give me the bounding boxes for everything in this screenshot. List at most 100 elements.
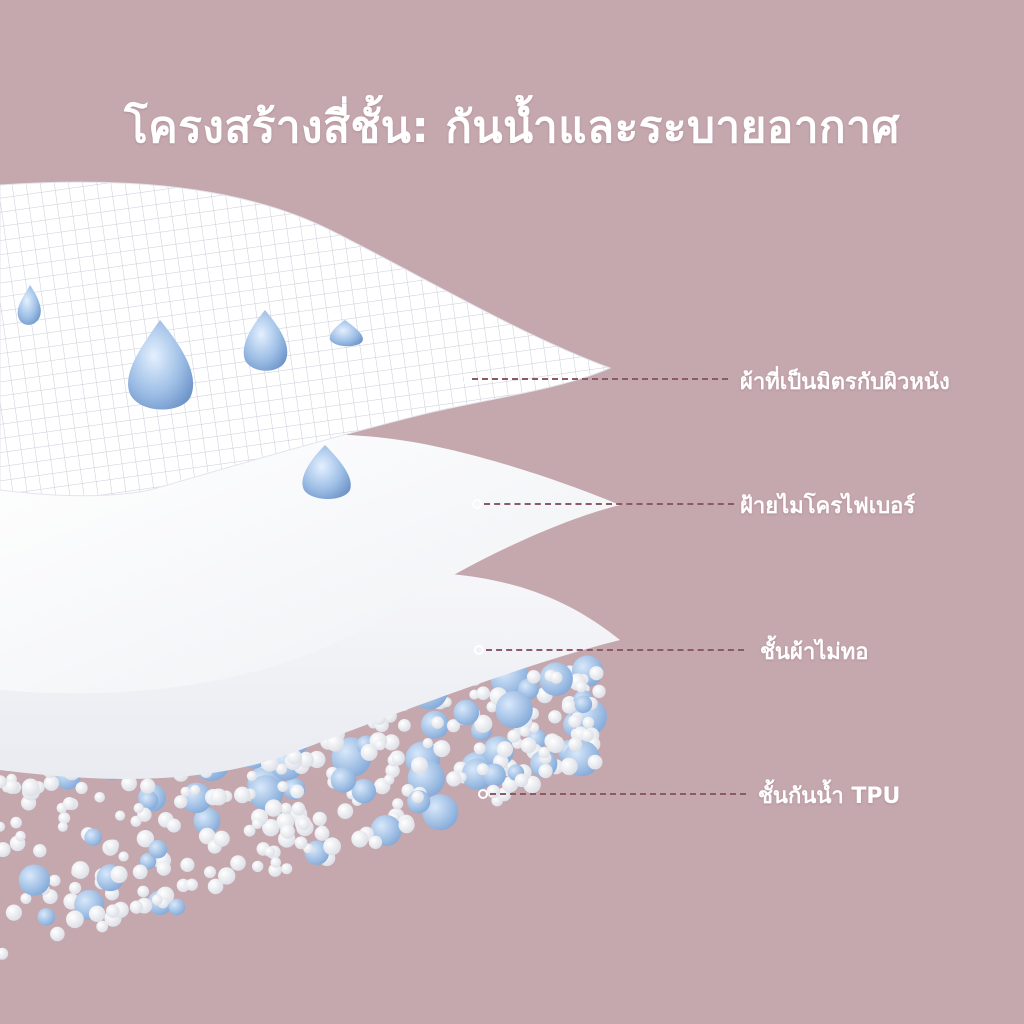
white-bead [166, 818, 181, 833]
white-bead [398, 719, 411, 732]
blue-bead [168, 898, 185, 916]
white-bead [94, 792, 105, 803]
white-bead [156, 861, 171, 876]
white-bead [21, 778, 40, 797]
white-bead [575, 681, 587, 693]
blue-bead [148, 839, 168, 859]
white-bead [137, 885, 150, 898]
white-bead [140, 778, 156, 794]
white-bead [121, 775, 137, 792]
white-bead [294, 836, 308, 850]
blue-bead [351, 779, 376, 804]
white-bead [180, 857, 195, 873]
white-bead [546, 735, 565, 754]
white-bead [33, 844, 47, 858]
droplet-icon [128, 320, 194, 410]
white-bead [507, 729, 521, 743]
white-bead [592, 684, 606, 699]
white-bead [587, 754, 603, 770]
white-bead [514, 773, 529, 788]
white-bead [323, 837, 341, 856]
white-bead [433, 740, 451, 758]
white-bead [50, 926, 65, 942]
leader-line [460, 372, 728, 388]
white-bead [360, 743, 378, 761]
white-bead [538, 764, 553, 779]
blue-bead [422, 794, 459, 831]
white-bead [337, 803, 354, 820]
white-bead [385, 763, 400, 778]
mesh-layer [0, 181, 612, 497]
white-bead [476, 686, 491, 700]
blue-bead [330, 767, 357, 793]
white-bead [20, 893, 32, 904]
white-bead [4, 779, 19, 794]
white-bead [213, 830, 230, 847]
white-bead [398, 817, 415, 834]
white-bead [88, 905, 106, 922]
white-bead [118, 851, 129, 862]
white-bead [5, 904, 22, 921]
layer-label-tpu: ชั้นกันน้ำ TPU [758, 784, 901, 809]
white-bead [297, 817, 311, 831]
white-bead [234, 786, 251, 804]
white-bead [264, 846, 276, 858]
white-bead [568, 714, 582, 728]
white-bead [198, 827, 216, 845]
white-bead [561, 699, 577, 714]
leader-dot-icon [474, 645, 484, 655]
leader-dot-icon [472, 499, 482, 509]
white-bead [474, 714, 493, 733]
droplet-icon [243, 310, 288, 371]
white-bead [243, 824, 256, 837]
white-bead [520, 737, 537, 754]
leader-dot-icon [460, 374, 470, 384]
white-bead [133, 803, 144, 814]
white-bead [66, 910, 84, 929]
white-bead [246, 770, 257, 782]
white-bead [262, 819, 280, 837]
layer-label-skin-friendly: ผ้าที่เป็นมิตรกับผิวหนัง [740, 370, 950, 395]
water-droplets [17, 285, 363, 499]
leader-line [478, 787, 746, 803]
blue-bead [18, 864, 50, 896]
white-bead [538, 746, 550, 759]
white-bead [589, 666, 604, 681]
white-bead [422, 738, 433, 749]
white-bead [0, 775, 7, 789]
white-bead [383, 774, 395, 785]
layer-label-microfiber: ฝ้ายไมโครไฟเบอร์ [740, 494, 916, 519]
droplet-icon [329, 320, 363, 347]
blue-bead [37, 908, 56, 926]
white-bead [476, 763, 489, 776]
white-bead [115, 810, 126, 821]
white-bead [252, 860, 264, 873]
white-bead [374, 739, 386, 751]
blue-bead [139, 852, 157, 870]
white-bead [275, 763, 288, 775]
microfiber-layer [0, 433, 620, 694]
white-bead [526, 670, 541, 684]
white-bead [0, 821, 6, 832]
blue-bead [453, 699, 480, 726]
white-bead [281, 863, 293, 875]
white-bead [0, 842, 11, 858]
white-bead [69, 881, 82, 895]
white-bead [368, 835, 383, 849]
white-bead [411, 756, 428, 774]
white-bead [174, 795, 188, 809]
white-bead [280, 802, 292, 815]
white-bead [207, 878, 224, 895]
white-bead [568, 737, 583, 752]
white-bead [411, 790, 424, 803]
white-bead [280, 824, 295, 839]
white-bead [291, 801, 306, 816]
white-bead [270, 857, 282, 868]
white-bead [314, 826, 330, 841]
white-bead [106, 904, 120, 918]
white-bead [391, 752, 404, 765]
blue-bead [139, 790, 159, 810]
white-bead [264, 799, 283, 817]
white-bead [251, 818, 263, 829]
